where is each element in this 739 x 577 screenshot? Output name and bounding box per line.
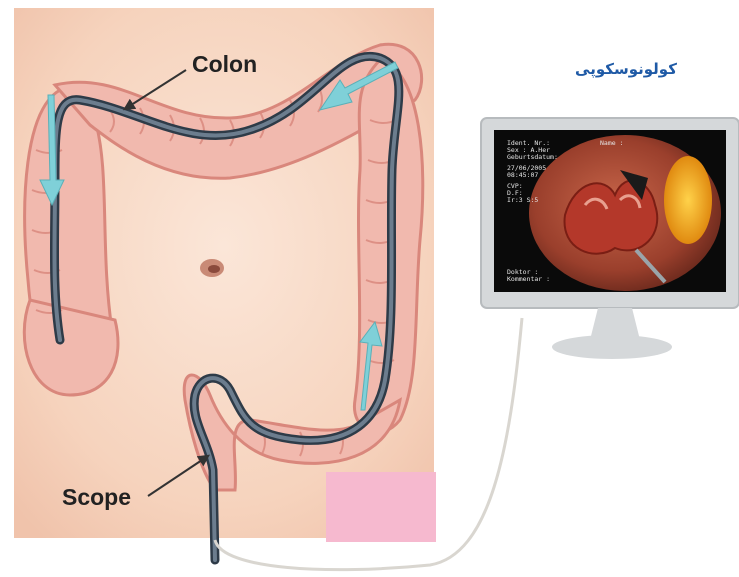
overlay-line: 08:45:07 [507,171,538,179]
scope-label: Scope [62,484,131,510]
colonoscopy-title: کولونوسکوپی [566,60,686,78]
overlay-line: Geburtsdatum: [507,153,558,161]
overlay-name: Name : [600,139,623,147]
pink-accent-block [326,472,436,542]
colon-label: Colon [192,51,257,77]
overlay-footer: Kommentar : [507,275,550,283]
overlay-line: Ir:3 S:5 [507,196,538,204]
